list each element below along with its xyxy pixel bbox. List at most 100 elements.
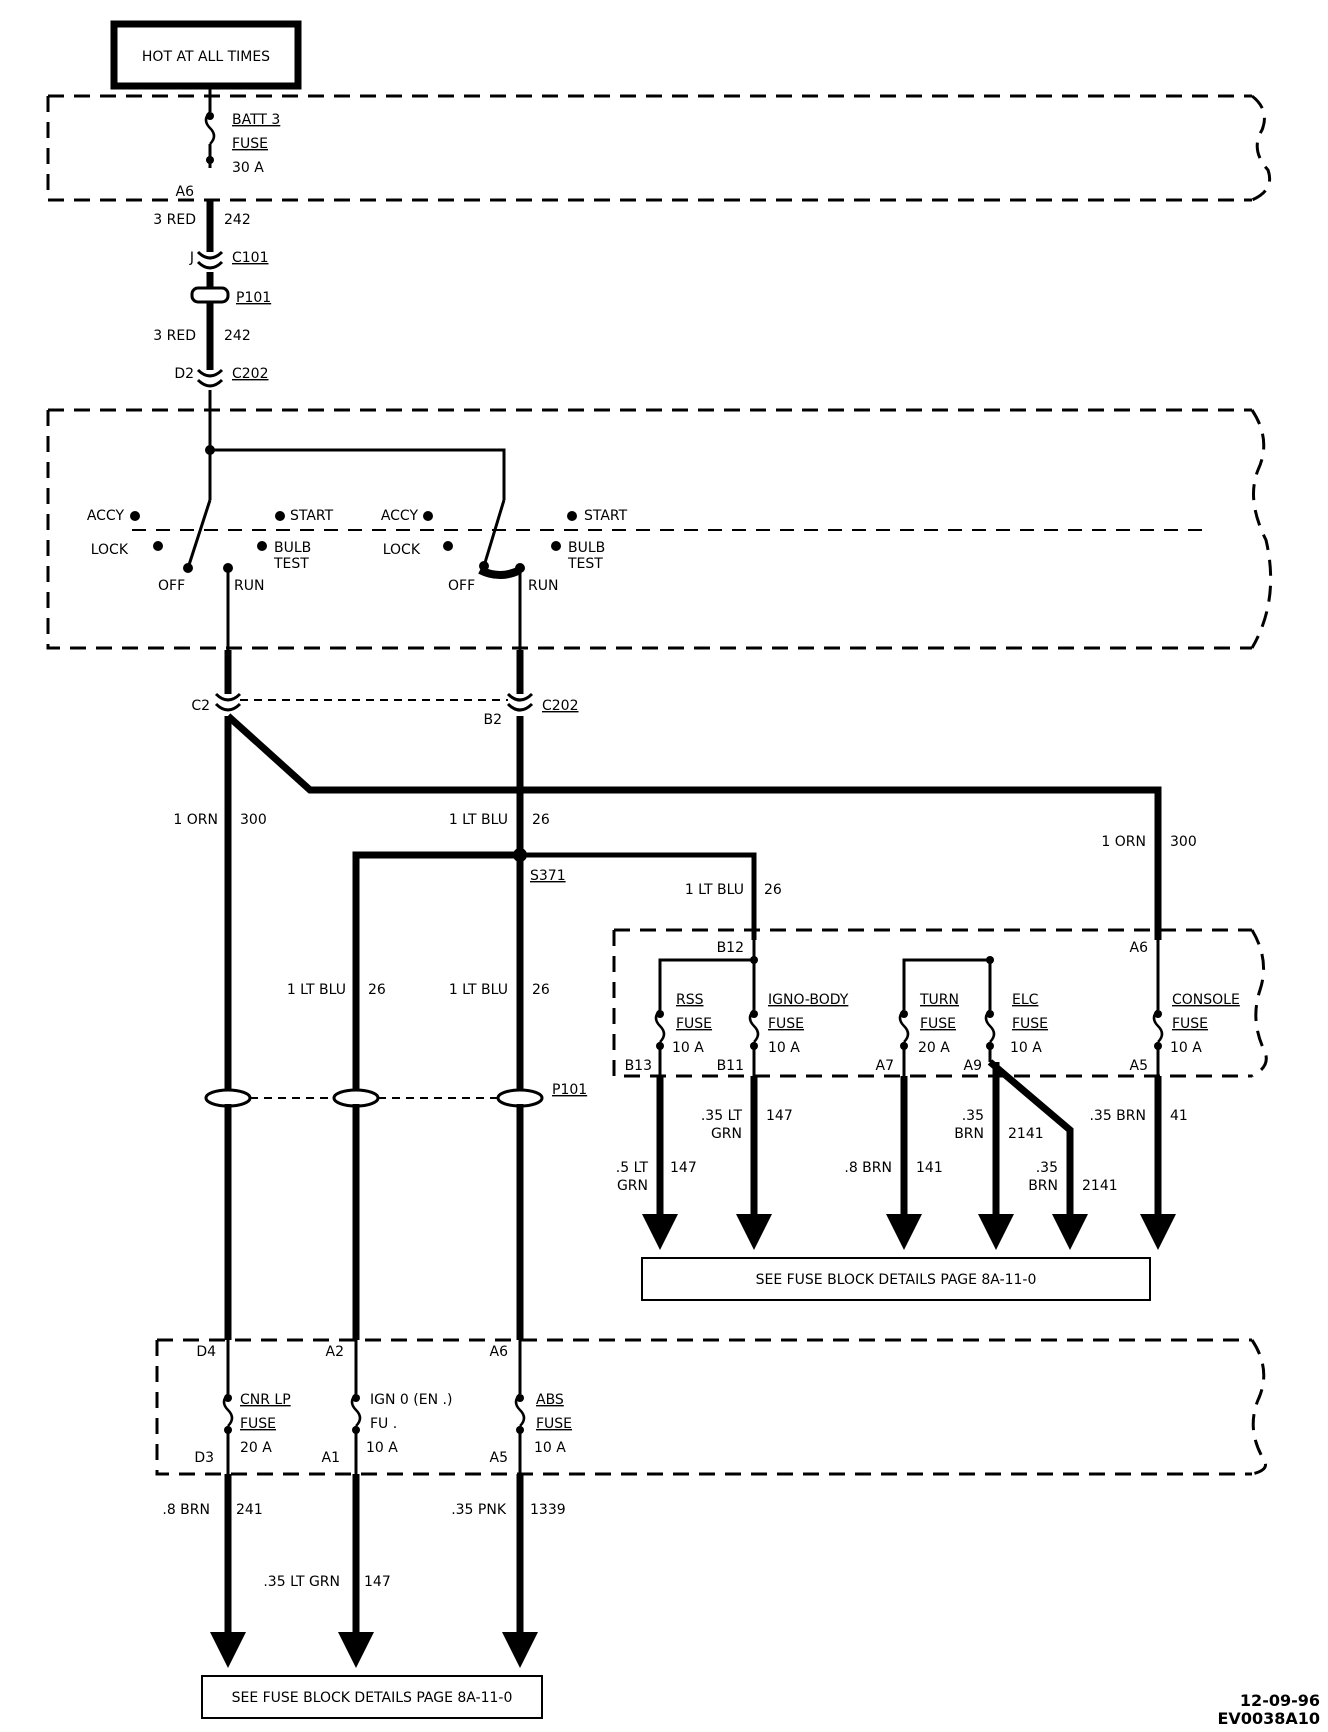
feed-dots	[205, 112, 215, 455]
abs-fuse-name: ABS	[536, 1392, 564, 1408]
rss-fuse: RSS FUSE 10 A B13	[625, 992, 712, 1074]
right-fuse-block-housing	[612, 928, 1252, 1078]
switch2-lock: LOCK	[383, 542, 421, 558]
abs-fuse-type: FUSE	[536, 1416, 572, 1432]
batt3-pin: A6	[176, 184, 195, 200]
orn-left-circuit: 300	[240, 812, 267, 828]
right-block-pin-b12: B12	[717, 940, 744, 956]
right-see-fuse-block-box: SEE FUSE BLOCK DETAILS PAGE 8A-11-0	[641, 1257, 1151, 1301]
console-fuse-name: CONSOLE	[1172, 992, 1240, 1008]
abs-top-pin: A6	[490, 1344, 509, 1360]
component-housings	[46, 94, 1273, 1476]
elc-out1-color: BRN	[954, 1126, 984, 1142]
igno-body-fuse-name: IGNO-BODY	[768, 992, 849, 1008]
batt3-fuse-rating: 30 A	[232, 160, 264, 176]
lower-see-fuse-block-label: SEE FUSE BLOCK DETAILS PAGE 8A-11-0	[232, 1690, 513, 1706]
right-see-fuse-block-label: SEE FUSE BLOCK DETAILS PAGE 8A-11-0	[756, 1272, 1037, 1288]
console-fuse: CONSOLE FUSE 10 A A5	[1130, 992, 1240, 1074]
lower-see-fuse-block-box: SEE FUSE BLOCK DETAILS PAGE 8A-11-0	[201, 1675, 543, 1719]
ignition-switch	[132, 499, 1212, 660]
batt3-fuse-type: FUSE	[232, 136, 268, 152]
c202-pin-top: D2	[174, 366, 194, 382]
ltblu-main-label: 1 LT BLU	[449, 812, 508, 828]
c101-label: C101	[232, 250, 269, 266]
elc-fuse-type: FUSE	[1012, 1016, 1048, 1032]
rss-fuse-name: RSS	[676, 992, 704, 1008]
elc-out2-size: .35	[1036, 1160, 1058, 1176]
console-fuse-rating: 10 A	[1170, 1040, 1202, 1056]
ignition-switch-housing	[46, 408, 1252, 650]
rss-out-size: .5 LT	[616, 1160, 649, 1176]
switch2-bulb: BULB	[568, 540, 605, 556]
switch1-test: TEST	[273, 556, 309, 572]
cnr-lp-fuse-rating: 20 A	[240, 1440, 272, 1456]
abs-fuse-rating: 10 A	[534, 1440, 566, 1456]
c202-lower-label: C202	[542, 698, 579, 714]
c202-right-pin: B2	[483, 712, 502, 728]
elc-fuse-rating: 10 A	[1010, 1040, 1042, 1056]
diagram-date: 12-09-96	[1240, 1691, 1320, 1710]
switch-outputs	[204, 650, 1162, 1340]
ltblu-branch-circuit: 26	[764, 882, 782, 898]
orn-right-label: 1 ORN	[1101, 834, 1146, 850]
c101-connector	[196, 250, 224, 260]
ign0-top-pin: A2	[326, 1344, 344, 1360]
splice-label: S371	[530, 868, 566, 884]
elc-fuse-pin: A9	[964, 1058, 982, 1074]
batt3-fuse-name: BATT 3	[232, 112, 280, 128]
cnr-out-circuit: 241	[236, 1502, 263, 1518]
ign0-fuse-type: FU .	[370, 1416, 397, 1432]
ign0-fuse-rating: 10 A	[366, 1440, 398, 1456]
cnr-lp-fuse-name: CNR LP	[240, 1392, 291, 1408]
switch1-off: OFF	[158, 578, 185, 594]
abs-fuse: A6 ABS FUSE 10 A A5	[490, 1344, 573, 1466]
c101-pin: J	[189, 250, 194, 266]
turn-out-size: .8 BRN	[844, 1160, 892, 1176]
turn-fuse-rating: 20 A	[918, 1040, 950, 1056]
ltblu-branch-label: 1 LT BLU	[685, 882, 744, 898]
ltblu-left-circuit: 26	[368, 982, 386, 998]
turn-fuse-type: FUSE	[920, 1016, 956, 1032]
igno-body-fuse-rating: 10 A	[768, 1040, 800, 1056]
ltblu-left-label: 1 LT BLU	[287, 982, 346, 998]
turn-fuse-name: TURN	[919, 992, 959, 1008]
p101-lower-label: P101	[552, 1082, 587, 1098]
turn-fuse-pin: A7	[876, 1058, 894, 1074]
ign0-fuse: A2 IGN 0 (EN .) FU . 10 A A1	[322, 1344, 453, 1466]
c202-left-pin: C2	[191, 698, 210, 714]
c202-connector-top	[196, 368, 224, 378]
feed-wire-circuit: 242	[224, 212, 251, 228]
igno-out-circuit: 147	[766, 1108, 793, 1124]
ign0-out-circuit: 147	[364, 1574, 391, 1590]
right-output-arrows	[642, 1214, 1176, 1250]
p101-label-top: P101	[236, 290, 271, 306]
switch1-start: START	[290, 508, 334, 524]
switch2-accy: ACCY	[381, 508, 419, 524]
ltblu-main-circuit: 26	[532, 812, 550, 828]
console-out-size: .35 BRN	[1089, 1108, 1146, 1124]
ign0-out-label: .35 LT GRN	[263, 1574, 340, 1590]
splice-s371	[513, 848, 527, 862]
elc-fuse-name: ELC	[1012, 992, 1039, 1008]
c202-label-top: C202	[232, 366, 269, 382]
lower-fuse-block-housing	[155, 1338, 1252, 1476]
rss-fuse-type: FUSE	[676, 1016, 712, 1032]
switch1-lock: LOCK	[91, 542, 129, 558]
ign0-fuse-name: IGN 0 (EN .)	[370, 1392, 452, 1408]
switch-contacts	[130, 511, 577, 573]
right-fuse-dots	[656, 956, 1162, 1050]
turn-out-circuit: 141	[916, 1160, 943, 1176]
orn-right-circuit: 300	[1170, 834, 1197, 850]
igno-out-color: GRN	[711, 1126, 742, 1142]
right-block-pin-a6: A6	[1130, 940, 1149, 956]
ign0-bottom-pin: A1	[322, 1450, 340, 1466]
lower-output-arrows	[210, 1632, 538, 1668]
p101-connector-top	[190, 286, 230, 304]
abs-out-label: .35 PNK	[451, 1502, 507, 1518]
console-fuse-pin: A5	[1130, 1058, 1148, 1074]
hot-at-all-times-box: HOT AT ALL TIMES	[110, 20, 302, 90]
rss-out-circuit: 147	[670, 1160, 697, 1176]
igno-body-fuse-type: FUSE	[768, 1016, 804, 1032]
right-fuse-block-wiring	[654, 940, 1164, 1214]
